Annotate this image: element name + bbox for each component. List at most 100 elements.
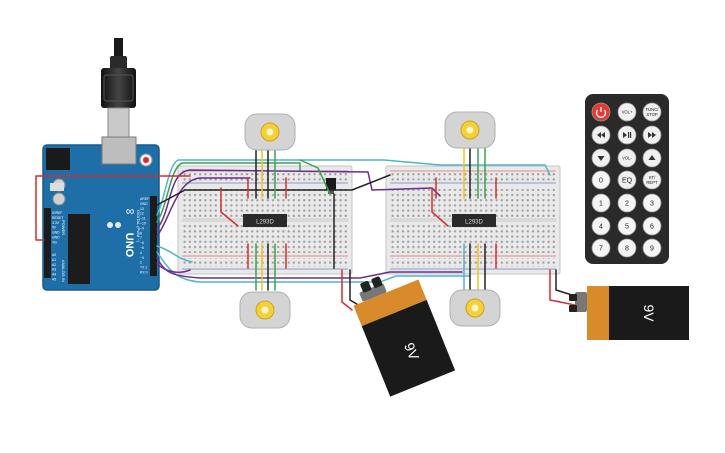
pin-label: 7 — [140, 236, 142, 240]
remote-button[interactable]: 9 — [642, 238, 662, 258]
battery-label: 9V — [401, 340, 422, 362]
arduino-logo-icon: ∞ — [126, 204, 135, 218]
dc-motor[interactable] — [449, 289, 501, 327]
pin-label: ~3 — [140, 256, 144, 260]
dc-motor[interactable] — [444, 111, 496, 149]
pin-label: A4 — [52, 273, 56, 277]
pin-label: RX 0 — [140, 271, 148, 275]
remote-button-label: 5 — [625, 223, 629, 230]
remote-button-label: 9 — [650, 245, 654, 252]
battery-label: 9V — [641, 304, 657, 322]
remote-button-down[interactable] — [591, 148, 611, 168]
pin-label: A0 — [52, 253, 56, 257]
remote-button-label: VOL- — [622, 155, 632, 160]
pin-label: 5V — [52, 226, 57, 230]
remote-button-label: FUNC/ — [646, 107, 660, 112]
pin-label: 4 — [140, 251, 142, 255]
pin-label: A1 — [52, 258, 56, 262]
motor-driver-chip-right[interactable]: L293D — [452, 214, 496, 227]
up-icon — [648, 155, 656, 160]
pin-label: AREF — [140, 197, 149, 201]
dc-motors — [239, 111, 501, 329]
remote-button-label: ST/ — [649, 175, 656, 180]
usb-port — [101, 136, 137, 165]
down-icon — [597, 156, 605, 161]
remote-button-label: 8 — [625, 245, 629, 252]
remote-button-fast-forward[interactable] — [642, 125, 662, 145]
remote-button-play-pause[interactable] — [617, 125, 637, 145]
remote-button[interactable]: 2 — [617, 193, 637, 213]
remote-button-power[interactable] — [591, 102, 611, 122]
ir-receiver[interactable] — [326, 178, 336, 194]
pin-label: IOREF — [52, 211, 62, 215]
pin-label: ~11 — [140, 217, 146, 221]
remote-button-up[interactable] — [642, 148, 662, 168]
remote-button-label: 3 — [650, 200, 654, 207]
remote-button[interactable]: ST/REPT — [642, 170, 662, 190]
pin-label: ~6 — [140, 241, 144, 245]
dc-motor[interactable] — [239, 291, 291, 329]
remote-button[interactable]: 7 — [591, 238, 611, 258]
remote-button-label: 0 — [599, 177, 603, 184]
pin-label: 13 — [140, 207, 144, 211]
digital-header — [150, 196, 157, 276]
power-icon — [595, 107, 607, 118]
remote-button[interactable]: 1 — [591, 193, 611, 213]
remote-button-label: 2 — [625, 200, 629, 207]
remote-button[interactable]: 8 — [617, 238, 637, 258]
remote-buttons: VOL+ FUNC/STOP VOL- 0 EQ ST/REPT 1 2 3 4 5 6 7 8 9 — [591, 102, 662, 258]
remote-button-label: REPT — [646, 180, 658, 185]
pin-label: A5 — [52, 278, 56, 282]
digital-header-title: DIGITAL (PWM ~) — [136, 210, 141, 243]
motor-driver-chip-left[interactable]: L293D — [243, 214, 287, 227]
pin-label: ~5 — [140, 246, 144, 250]
remote-button[interactable]: 0 — [591, 170, 611, 190]
pin-label: GND — [52, 236, 60, 240]
analog-header-title: ANALOG IN — [61, 260, 66, 282]
chip-label: L293D — [256, 220, 274, 226]
remote-button[interactable]: VOL+ — [617, 102, 637, 122]
battery-9v-left[interactable]: 9V — [347, 263, 456, 397]
remote-button[interactable]: 6 — [642, 216, 662, 236]
pin-label: Vin — [52, 240, 57, 244]
pin-label: A2 — [52, 263, 56, 267]
remote-button[interactable]: 4 — [591, 216, 611, 236]
pin-label: A3 — [52, 268, 56, 272]
pin-label: ~10 — [140, 222, 146, 226]
remote-button[interactable]: VOL- — [617, 148, 637, 168]
pin-label: 8 — [140, 231, 142, 235]
pin-label: GND — [140, 202, 148, 206]
remote-button-rewind[interactable] — [591, 125, 611, 145]
arduino-brand-label: UNO — [123, 233, 135, 258]
usb-cable[interactable] — [101, 38, 136, 139]
remote-button[interactable]: 3 — [642, 193, 662, 213]
fast-forward-icon — [648, 132, 656, 138]
battery-9v-right[interactable]: 9V — [569, 286, 689, 340]
pin-label: 12 — [140, 212, 144, 216]
remote-button-label: 6 — [650, 223, 654, 230]
remote-button-label: VOL+ — [622, 109, 633, 114]
chip-label: L293D — [465, 220, 483, 226]
remote-button-label: 7 — [599, 245, 603, 252]
remote-button[interactable]: EQ — [617, 170, 637, 190]
pin-label: TX 1 — [140, 266, 147, 270]
remote-button[interactable]: 5 — [617, 216, 637, 236]
pin-label: 3.3V — [52, 221, 60, 225]
remote-button[interactable]: FUNC/STOP — [642, 102, 662, 122]
power-jack — [46, 148, 70, 170]
remote-button-label: EQ — [622, 177, 633, 184]
pin-label: RESET — [52, 216, 63, 220]
pin-label: 2 — [140, 261, 142, 265]
play-pause-icon — [623, 132, 632, 138]
atmega-chip — [68, 214, 90, 284]
wires — [35, 146, 576, 311]
power-header-title: POWER — [61, 220, 66, 235]
ir-remote[interactable]: VOL+ FUNC/STOP VOL- 0 EQ ST/REPT 1 2 3 4 5 6 7 8 9 — [585, 94, 669, 264]
pin-label: ~9 — [140, 226, 144, 230]
dc-motor[interactable] — [244, 113, 296, 151]
pin-label: GND — [52, 231, 60, 235]
